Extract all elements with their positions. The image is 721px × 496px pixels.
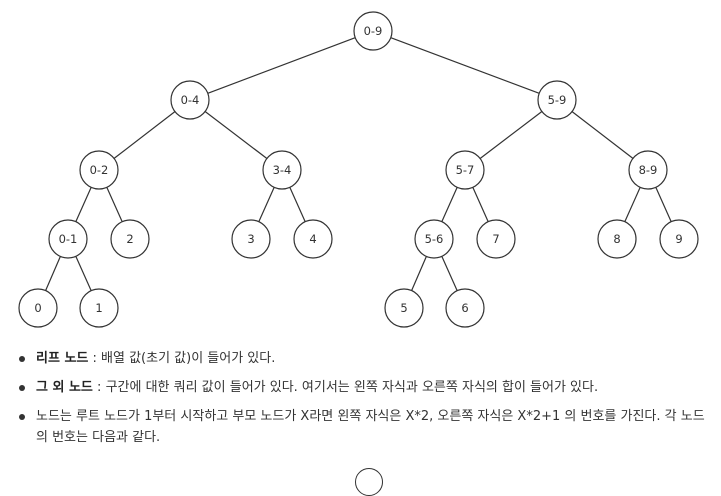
tree-node-label: 5-6	[425, 232, 444, 246]
tree-node-circle	[293, 219, 333, 259]
tree-node: 1	[79, 288, 119, 328]
tree-nodes: 0-9 0-4 5-9 0-2 3-4 5-7 8-9 0-1 2 3 4 5-6 7 8 9 0 1 5 6	[18, 11, 699, 328]
tree-node: 8-9	[628, 150, 668, 190]
tree-node-circle	[445, 288, 485, 328]
tree-node: 0-2	[79, 150, 119, 190]
tree-node: 5-9	[537, 80, 577, 120]
tree-node: 0-9	[353, 11, 393, 51]
tree-node-label: 5-7	[456, 163, 475, 177]
tree-node: 9	[659, 219, 699, 259]
tree-node: 2	[110, 219, 150, 259]
tree-edge	[655, 187, 672, 222]
tree-node-label: 0-9	[364, 24, 383, 38]
tree-node-circle	[231, 219, 271, 259]
tree-edge	[289, 187, 306, 222]
tree-node: 0	[18, 288, 58, 328]
tree-node: 0-1	[48, 219, 88, 259]
tree-edge	[479, 111, 543, 159]
tree-node-circle	[628, 150, 668, 190]
tree-edge	[411, 256, 427, 291]
bullet-other-node: 그 외 노드 : 구간에 대한 쿼리 값이 들어가 있다. 여기서는 왼쪽 자식…	[16, 377, 711, 398]
tree-edge	[45, 256, 61, 291]
tree-node: 5-6	[414, 219, 454, 259]
tree-node: 5-7	[445, 150, 485, 190]
tree-edge	[204, 111, 268, 159]
tree-node: 8	[597, 219, 637, 259]
tree-node-label: 9	[675, 232, 682, 246]
tree-node-label: 8-9	[639, 163, 658, 177]
tree-node: 0-4	[170, 80, 210, 120]
tree-node-circle	[597, 219, 637, 259]
tree-node-label: 0	[34, 301, 41, 315]
bullet-text: 배열 값(초기 값)이 들어가 있다.	[101, 351, 276, 366]
tree-node-circle	[659, 219, 699, 259]
bullet-leaf-node: 리프 노드 : 배열 값(초기 값)이 들어가 있다.	[16, 348, 711, 369]
tree-node-label: 6	[461, 301, 468, 315]
tree-edge	[258, 187, 275, 222]
tree-node-label: 7	[492, 232, 499, 246]
tree-node-label: 3	[247, 232, 254, 246]
tree-node-label: 4	[309, 232, 316, 246]
tree-node-label: 5	[400, 301, 407, 315]
explanation-list: 리프 노드 : 배열 값(초기 값)이 들어가 있다. 그 외 노드 : 구간에…	[16, 348, 711, 456]
tree-node-label: 3-4	[273, 163, 292, 177]
bullet-text: 구간에 대한 쿼리 값이 들어가 있다. 여기서는 왼쪽 자식과 오른쪽 자식의…	[105, 380, 599, 395]
segment-tree-diagram: 0-9 0-4 5-9 0-2 3-4 5-7 8-9 0-1 2 3 4 5-6 7 8 9 0 1 5 6	[18, 11, 699, 328]
tree-node-circle	[384, 288, 424, 328]
bullet-text: 노드는 루트 노드가 1부터 시작하고 부모 노드가 X라면 왼쪽 자식은 X*…	[36, 409, 705, 445]
tree-node-circle	[262, 150, 302, 190]
tree-node: 6	[445, 288, 485, 328]
tree-edge	[441, 187, 458, 222]
tree-edges	[45, 37, 672, 291]
tree-node-label: 1	[95, 301, 102, 315]
tree-node-label: 0-4	[181, 93, 200, 107]
tree-node-circle	[353, 11, 393, 51]
tree-node-circle	[445, 150, 485, 190]
tree-node-circle	[170, 80, 210, 120]
tree-node-circle	[414, 219, 454, 259]
bullet-separator: :	[88, 351, 102, 366]
bullet-separator: :	[92, 380, 106, 395]
tree-node-circle	[79, 288, 119, 328]
tree-edge	[571, 111, 634, 159]
tree-node: 7	[476, 219, 516, 259]
tree-node-circle	[110, 219, 150, 259]
bullet-node-numbering: 노드는 루트 노드가 1부터 시작하고 부모 노드가 X라면 왼쪽 자식은 X*…	[16, 406, 711, 448]
bullet-term: 그 외 노드	[36, 380, 93, 395]
tree-node-circle	[476, 219, 516, 259]
tree-node: 5	[384, 288, 424, 328]
next-diagram-node-partial	[355, 468, 383, 496]
tree-edge	[472, 187, 489, 222]
tree-edge	[75, 187, 92, 222]
tree-edge	[106, 187, 123, 222]
tree-edge	[113, 111, 176, 159]
tree-edge	[624, 187, 641, 222]
tree-node-label: 0-2	[90, 163, 109, 177]
tree-node-circle	[79, 150, 119, 190]
tree-edge	[207, 37, 356, 94]
tree-node-label: 5-9	[548, 93, 567, 107]
tree-edge	[75, 256, 92, 291]
tree-node: 3-4	[262, 150, 302, 190]
tree-node-circle	[537, 80, 577, 120]
tree-node-label: 2	[126, 232, 133, 246]
tree-edge	[441, 256, 458, 291]
tree-node: 3	[231, 219, 271, 259]
tree-node: 4	[293, 219, 333, 259]
tree-node-label: 0-1	[59, 232, 78, 246]
tree-node-label: 8	[613, 232, 620, 246]
tree-node-circle	[48, 219, 88, 259]
bullet-term: 리프 노드	[36, 351, 89, 366]
tree-edge	[390, 37, 540, 94]
tree-node-circle	[18, 288, 58, 328]
